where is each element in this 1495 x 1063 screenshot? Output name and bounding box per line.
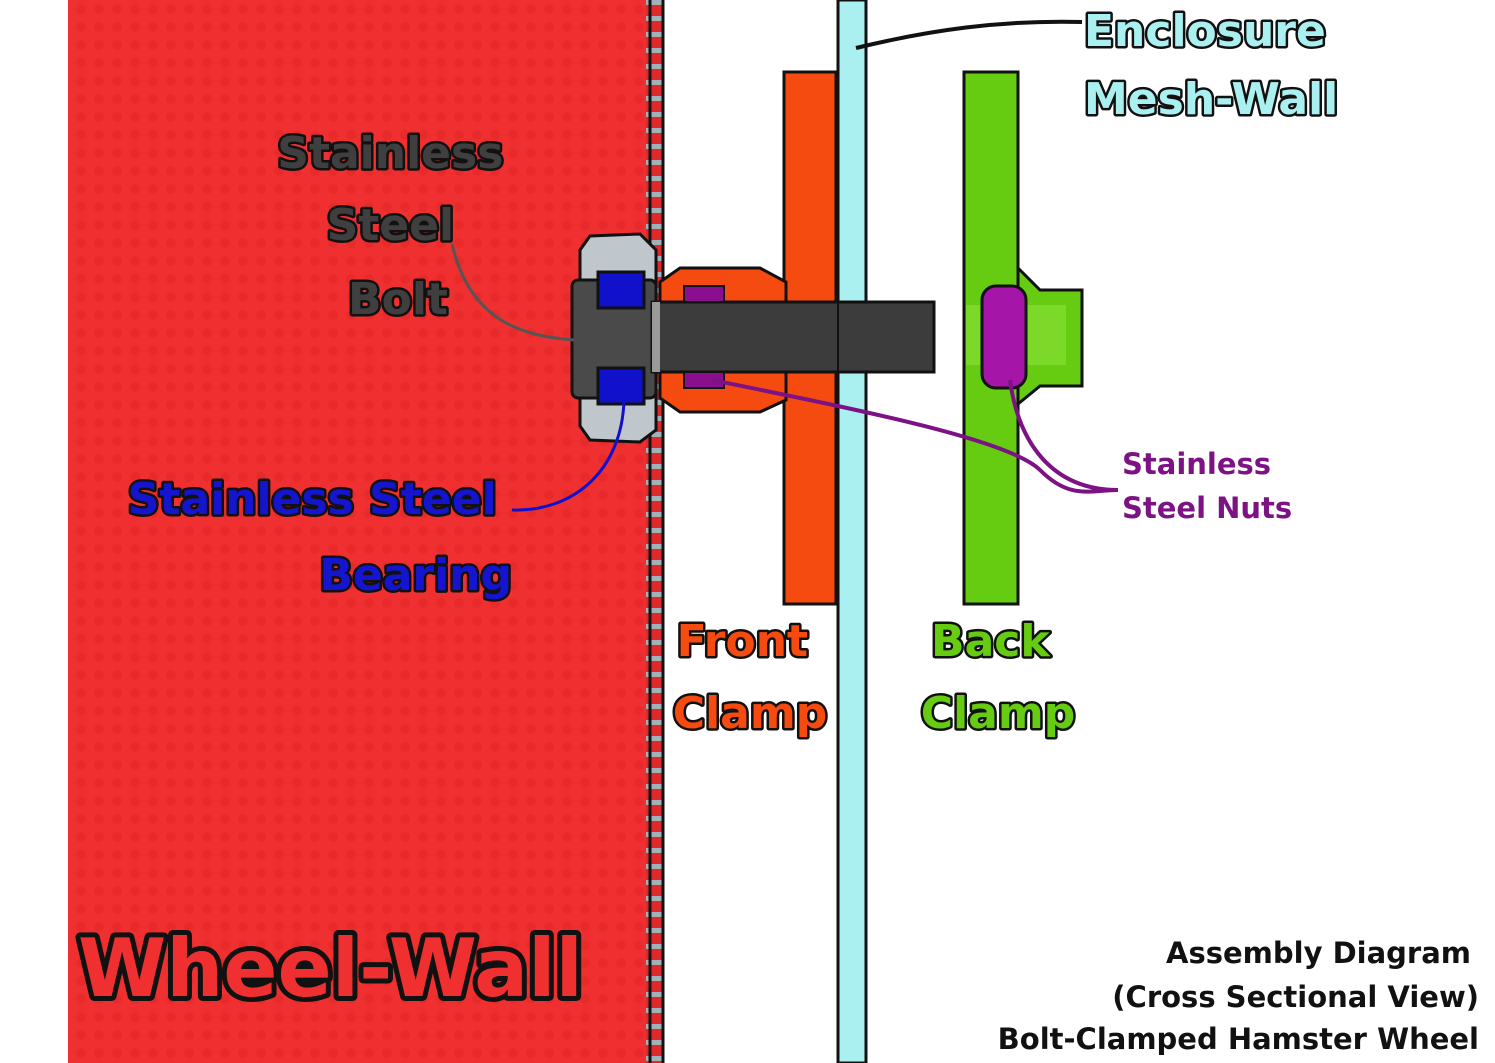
enclosure-mesh-wall [836, 0, 868, 1063]
nuts-label-line-1: Stainless [1122, 447, 1271, 481]
stainless-steel-nuts [683, 284, 1028, 390]
caption-line-1: Assembly Diagram [1166, 936, 1471, 970]
front-clamp-label-line-1: Front [677, 616, 809, 667]
wheel-wall-label: Wheel-Wall [78, 922, 583, 1015]
bolt-label-line-3: Bolt [348, 274, 448, 325]
bearing-label-line-2: Bearing [319, 550, 512, 601]
bolt-label-line-1: Stainless [277, 128, 503, 179]
caption-line-3: Bolt-Clamped Hamster Wheel [997, 1022, 1479, 1056]
front-clamp-label: Front Clamp [673, 616, 827, 739]
enclosure-label-line-1: Enclosure [1084, 6, 1326, 57]
caption-line-2: (Cross Sectional View) [1112, 980, 1479, 1014]
front-clamp-label-line-2: Clamp [673, 688, 827, 739]
back-clamp-label-line-1: Back [931, 616, 1051, 667]
leader-lines [450, 19, 1119, 512]
back-clamp-label-line-2: Clamp [921, 688, 1075, 739]
stainless-steel-bearing [596, 270, 646, 406]
wheel-wall [68, 0, 665, 1063]
nuts-label-line-2: Steel Nuts [1122, 491, 1292, 525]
enclosure-label: Enclosure Mesh-Wall [1084, 6, 1341, 125]
bearing-label: Stainless Steel Bearing [128, 474, 512, 601]
bolt-label: Stainless Steel Bolt [277, 128, 518, 325]
bearing-label-line-1: Stainless Steel [128, 474, 497, 525]
enclosure-label-line-2: Mesh-Wall [1084, 74, 1338, 125]
back-clamp-label: Back Clamp [921, 616, 1075, 739]
nuts-label: Stainless Steel Nuts [1122, 447, 1292, 525]
bolt-label-line-2: Steel [327, 200, 455, 251]
